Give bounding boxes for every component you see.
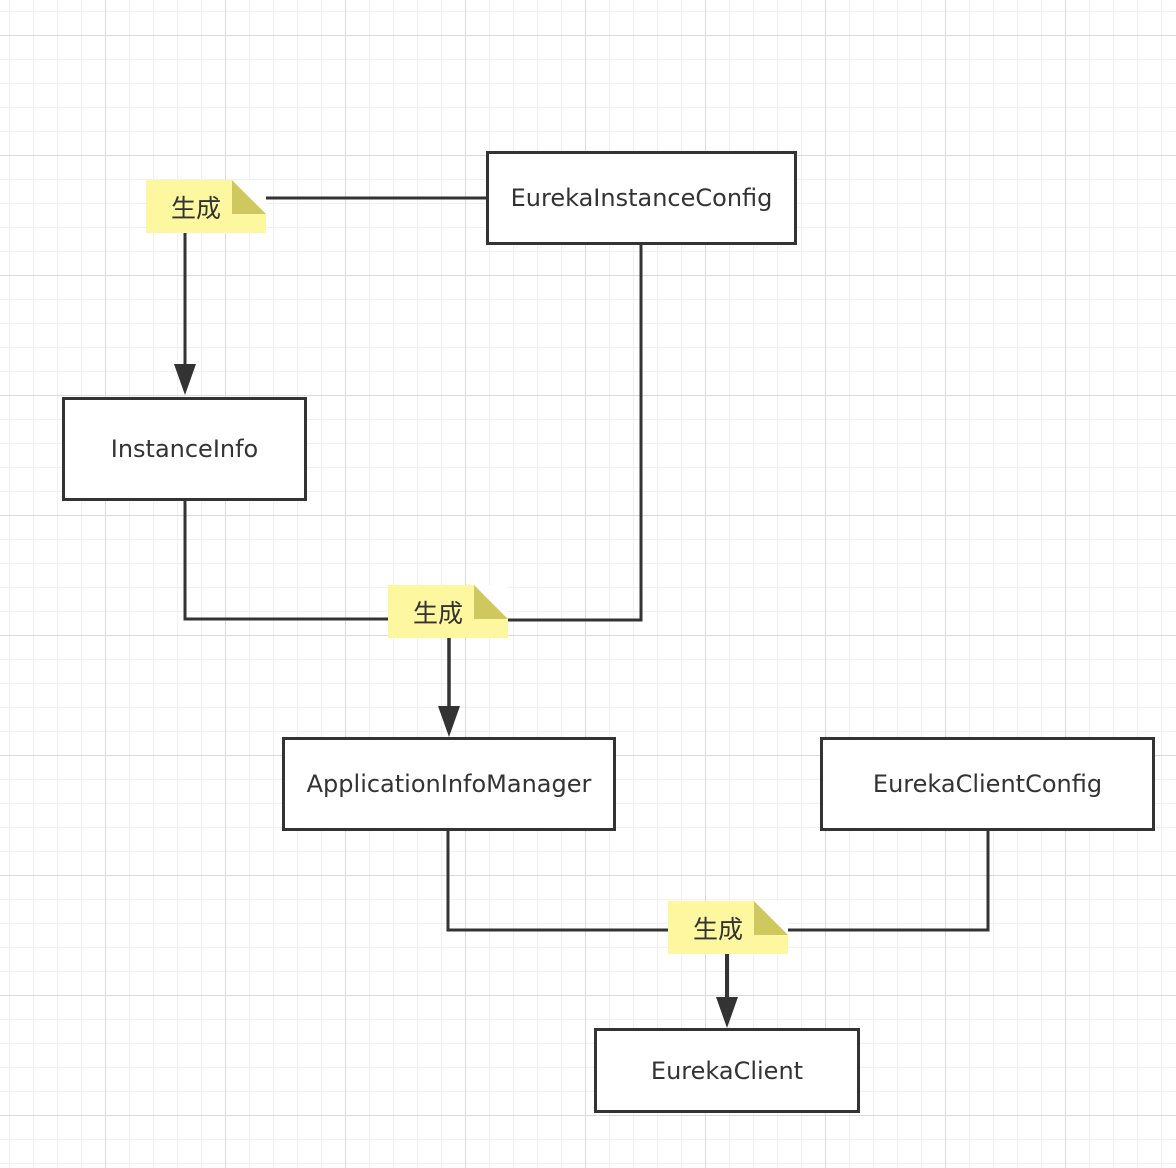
application-info-manager-box[interactable]: ApplicationInfoManager [282, 737, 616, 831]
eureka-instance-config-box[interactable]: EurekaInstanceConfig [486, 151, 797, 245]
arrowhead-instanceinfo [174, 364, 196, 395]
instance-info-label: InstanceInfo [110, 435, 259, 463]
eureka-instance-config-label: EurekaInstanceConfig [510, 184, 773, 212]
application-info-manager-label: ApplicationInfoManager [306, 770, 592, 798]
arrowhead-eurekaclient [716, 997, 738, 1028]
note-fold-corner-3 [754, 901, 788, 935]
generate-note-2-text: 生成 [412, 598, 463, 628]
connector-config-to-note2 [507, 244, 643, 622]
eureka-client-box[interactable]: EurekaClient [594, 1028, 860, 1113]
instance-info-box[interactable]: InstanceInfo [62, 397, 307, 501]
eureka-client-config-box[interactable]: EurekaClientConfig [820, 737, 1155, 831]
eureka-client-label: EurekaClient [650, 1056, 804, 1085]
note-fold-corner-2 [474, 585, 508, 619]
generate-note-1-text: 生成 [170, 193, 221, 223]
note-fold-corner-1 [232, 180, 266, 214]
eureka-client-config-label: EurekaClientConfig [872, 770, 1103, 798]
connector-clientconfig-to-note3 [787, 830, 990, 932]
generate-note-3-text: 生成 [692, 914, 743, 944]
generate-note-3[interactable]: 生成 [668, 901, 788, 954]
connector-instanceinfo-to-note2 [183, 500, 390, 621]
generate-note-2[interactable]: 生成 [388, 585, 508, 638]
connector-appinfomanager-to-note3 [446, 830, 670, 932]
arrowhead-appinfomanager [438, 706, 460, 737]
generate-note-1[interactable]: 生成 [146, 180, 266, 233]
